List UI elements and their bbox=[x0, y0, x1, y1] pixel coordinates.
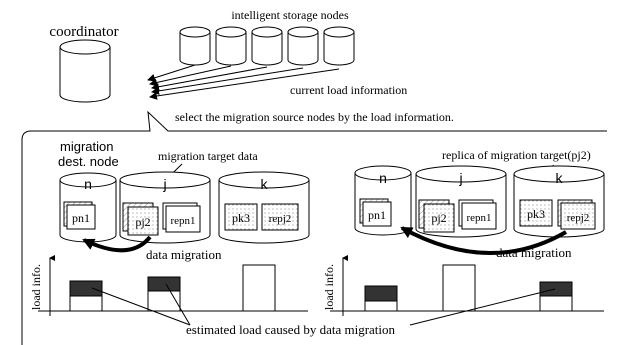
node-j-right: j pj2 repn1 bbox=[415, 165, 507, 238]
coordinator-node: coordinator bbox=[49, 24, 119, 103]
load-bar-n bbox=[364, 300, 398, 312]
node-label-n: n bbox=[379, 170, 387, 186]
storage-nodes-label: intelligent storage nodes bbox=[231, 8, 349, 22]
node-label-n: n bbox=[84, 176, 92, 192]
load-chart-left: load info. bbox=[29, 255, 308, 316]
data-migration-label-left: data migration bbox=[146, 247, 222, 262]
node-k-right: k pk3 repj2 bbox=[513, 165, 605, 238]
callout-frame bbox=[21, 110, 607, 345]
current-load-label: current load information bbox=[290, 83, 407, 97]
storage-node bbox=[251, 26, 283, 66]
coordinator-label: coordinator bbox=[49, 24, 118, 40]
node-j-left: j pj2 repn1 bbox=[119, 171, 211, 244]
estimated-load-label: estimated load caused by data migration bbox=[186, 322, 396, 337]
migration-dest-label-2: dest. node bbox=[58, 154, 119, 169]
load-bar-j bbox=[147, 290, 181, 312]
svg-text:pj2: pj2 bbox=[135, 215, 150, 229]
migration-arrow-left bbox=[82, 235, 152, 253]
node-label-k: k bbox=[556, 170, 564, 186]
svg-text:pj2: pj2 bbox=[431, 211, 446, 225]
select-sources-label: select the migration source nodes by the… bbox=[175, 110, 454, 124]
svg-text:pn1: pn1 bbox=[72, 211, 90, 225]
node-label-j: j bbox=[458, 170, 462, 186]
estimated-load-j bbox=[147, 276, 181, 292]
estimated-load-n bbox=[69, 280, 103, 297]
estimated-load-pointers bbox=[91, 283, 556, 326]
node-label-k: k bbox=[261, 176, 269, 192]
data-block-pn1: pn1 bbox=[359, 198, 392, 227]
data-block-repn1: repn1 bbox=[458, 199, 497, 230]
load-info-label-right: load info. bbox=[322, 264, 336, 310]
svg-text:repj2: repj2 bbox=[269, 213, 292, 225]
estimated-load-n bbox=[364, 285, 398, 302]
node-n-right: n pn1 bbox=[354, 165, 412, 236]
data-block-pn1: pn1 bbox=[63, 201, 96, 230]
svg-text:pk3: pk3 bbox=[232, 211, 250, 225]
estimated-load-k bbox=[539, 281, 573, 297]
node-n-left: n pn1 bbox=[59, 172, 117, 243]
load-bar-n bbox=[69, 295, 103, 312]
load-bar-k bbox=[242, 264, 276, 312]
load-bar-j bbox=[442, 264, 476, 312]
node-k-left: k pk3 repj2 bbox=[218, 171, 310, 244]
storage-node bbox=[287, 26, 319, 66]
load-info-label-left: load info. bbox=[29, 264, 43, 310]
storage-node bbox=[323, 26, 355, 66]
data-block-pk3: pk3 bbox=[519, 199, 553, 227]
data-block-repj2: repj2 bbox=[557, 199, 596, 230]
migration-dest-label: migration bbox=[60, 139, 113, 154]
storage-node-group bbox=[179, 26, 355, 66]
load-bar-k bbox=[539, 295, 573, 312]
svg-text:pn1: pn1 bbox=[368, 208, 386, 222]
data-block-repn1: repn1 bbox=[162, 202, 201, 233]
svg-text:repn1: repn1 bbox=[170, 215, 195, 227]
data-block-pk3: pk3 bbox=[224, 203, 258, 231]
data-block-pj2: pj2 bbox=[122, 202, 159, 236]
data-block-pj2: pj2 bbox=[418, 199, 455, 233]
data-block-repj2: repj2 bbox=[261, 203, 299, 231]
storage-node bbox=[179, 26, 211, 66]
load-chart-right: load info. bbox=[322, 255, 604, 316]
migration-target-label: migration target data bbox=[158, 149, 258, 163]
svg-text:repn1: repn1 bbox=[466, 212, 491, 224]
load-info-arrows bbox=[147, 64, 340, 100]
svg-text:pk3: pk3 bbox=[527, 207, 545, 221]
node-label-j: j bbox=[162, 176, 166, 192]
svg-text:repj2: repj2 bbox=[567, 212, 590, 224]
storage-node bbox=[215, 26, 247, 66]
data-migration-label-right: data migration bbox=[496, 245, 572, 260]
replica-label: replica of migration target(pj2) bbox=[442, 148, 591, 162]
migration-arrow-right bbox=[400, 226, 568, 255]
